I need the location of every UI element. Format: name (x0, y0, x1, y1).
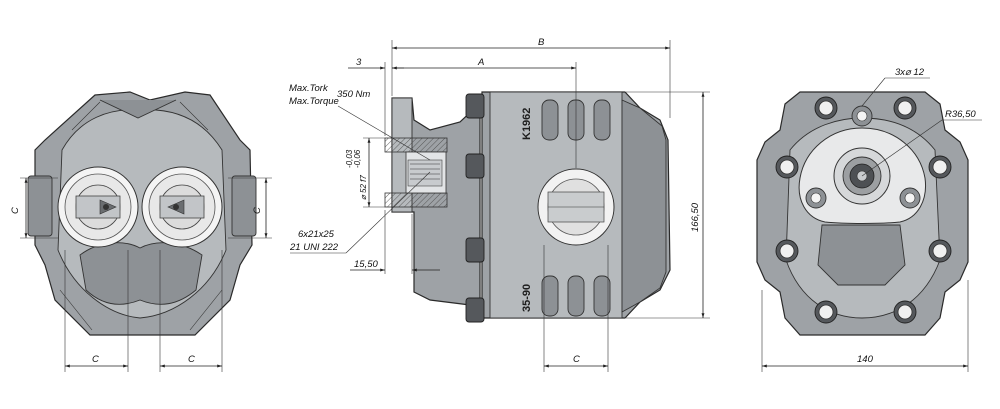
label-spline-2: 21 UNI 222 (289, 242, 339, 253)
holes-dia: 12 (913, 67, 924, 78)
dim-140: 140 (857, 354, 874, 365)
holes-count: 3x (895, 67, 906, 78)
rear-view: 3x⌀ 12 R36,50 140 (756, 67, 982, 372)
dim-c-mid: C (573, 354, 580, 365)
dim-c-bottom-1: C (92, 354, 99, 365)
label-max-tork: Max.Tork (289, 83, 329, 94)
dim-c-right: C (252, 207, 263, 214)
dim-166: 166,50 (690, 202, 701, 232)
label-spline-1: 6x21x25 (298, 229, 335, 240)
bolt-hole-icon (814, 96, 838, 120)
tol-lower: -0,06 (353, 149, 362, 168)
port-left-icon (57, 166, 139, 248)
dim-three: 3 (356, 57, 362, 68)
dim-radius: R36,50 (945, 109, 976, 120)
port-right-icon (141, 166, 223, 248)
front-view: C C C C (10, 91, 272, 372)
bolt-hole-icon (775, 155, 799, 179)
svg-text:⌀ 52 f7: ⌀ 52 f7 (359, 175, 368, 200)
svg-text:3x⌀ 12: 3x⌀ 12 (895, 67, 925, 78)
bolt-hole-icon (775, 239, 799, 263)
casting-range: 35-90 (521, 284, 533, 312)
bolt-hole-icon (928, 239, 952, 263)
bolt-icon (465, 153, 485, 179)
label-torque-value: 350 Nm (337, 89, 370, 100)
bolt-icon (465, 237, 485, 263)
bolt-hole-icon (893, 96, 917, 120)
dim-c-bottom-2: C (188, 354, 195, 365)
flange-hole-icon (851, 105, 873, 127)
bolt-hole-icon (928, 155, 952, 179)
flange-hole-icon (899, 187, 921, 209)
dim-a: A (477, 57, 484, 68)
bolt-hole-icon (893, 300, 917, 324)
bolt-hole-icon (814, 300, 838, 324)
dim-15: 15,50 (354, 259, 378, 270)
dim-c-left: C (10, 207, 21, 214)
spline-shaft-icon (407, 159, 443, 187)
bolt-icon (465, 297, 485, 323)
tol-upper: -0,03 (345, 149, 354, 168)
label-max-torque: Max.Torque (289, 96, 339, 107)
side-port-icon (537, 168, 615, 246)
dim-b: B (538, 37, 545, 48)
side-view: K1962 35-90 B A 3 166,50 C (289, 37, 710, 372)
shaft-dia: 52 f7 (359, 175, 368, 193)
flange-hole-icon (805, 187, 827, 209)
bolt-icon (465, 93, 485, 119)
casting-model: K1962 (521, 108, 533, 140)
